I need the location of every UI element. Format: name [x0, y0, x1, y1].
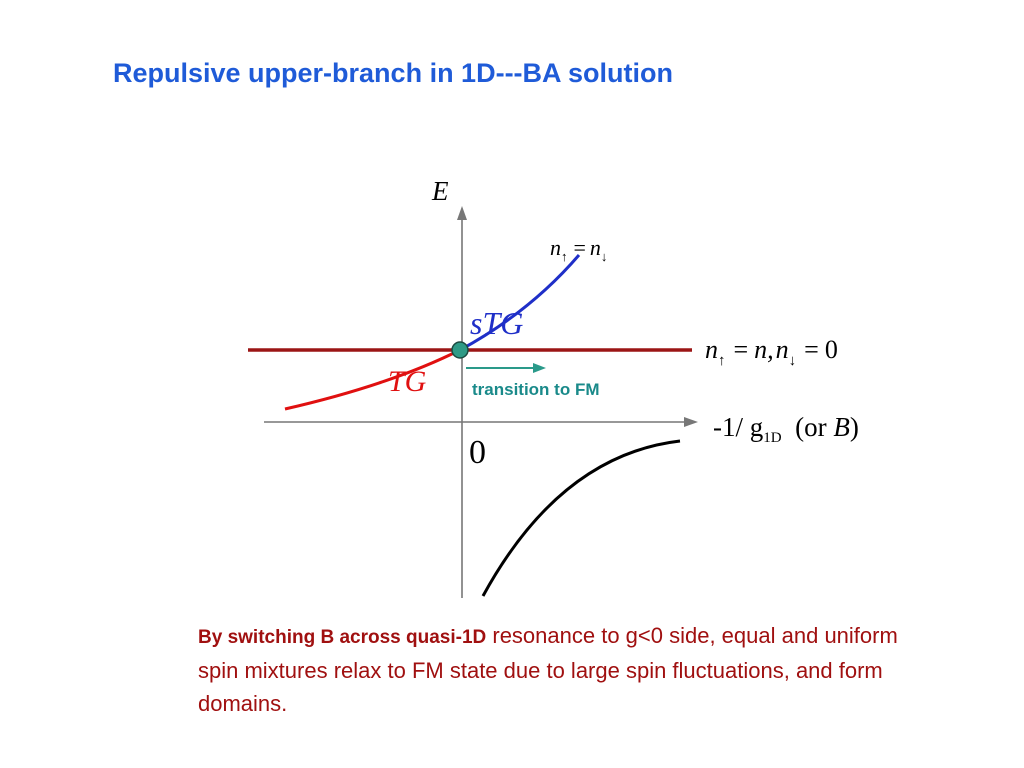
- polarized-spin-equation: n↑=n,n↓=0: [705, 335, 838, 369]
- crossing-node: [451, 341, 469, 359]
- slide-title: Repulsive upper-branch in 1D---BA soluti…: [113, 58, 674, 88]
- transition-arrowhead: [533, 363, 546, 373]
- stg-label: sTG: [470, 305, 523, 341]
- caption-rest: resonance to g<0 side, equal and uniform…: [198, 623, 898, 716]
- transition-label: transition to FM: [472, 380, 599, 399]
- stg-branch-curve: [459, 254, 581, 352]
- lower-branch-curve: [481, 439, 681, 597]
- origin-label: 0: [469, 434, 486, 471]
- tg-label: TG: [388, 365, 427, 398]
- x-axis-label: -1/ g1D (or B): [713, 412, 859, 446]
- caption-text: By switching B across quasi-1D resonance…: [198, 619, 918, 720]
- tg-branch-curve: [284, 348, 461, 411]
- caption-bold: By switching B across quasi-1D: [198, 627, 487, 648]
- balanced-spin-equation: n↑=n↓: [550, 235, 607, 264]
- y-axis-label: E: [431, 176, 449, 206]
- y-axis-arrowhead: [457, 206, 467, 220]
- x-axis-arrowhead: [684, 417, 698, 427]
